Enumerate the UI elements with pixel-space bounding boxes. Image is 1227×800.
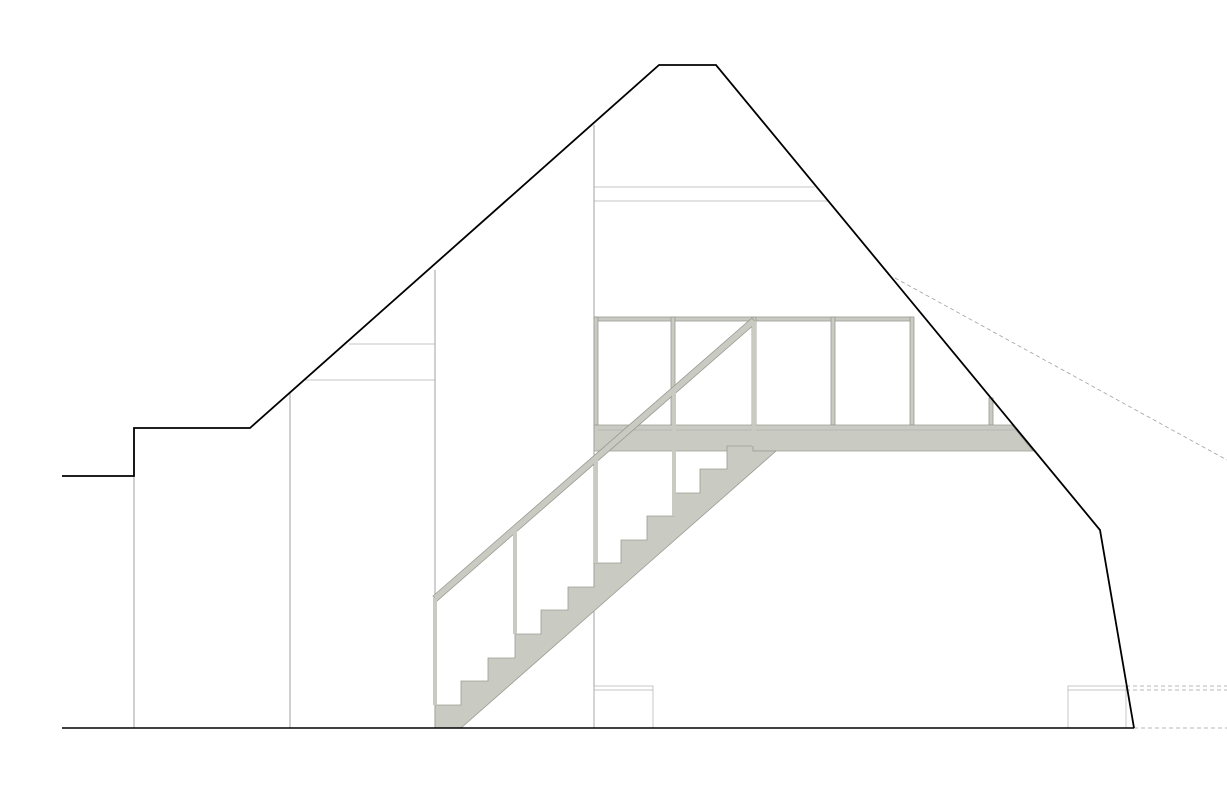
mezzanine-floor-slab [593,424,1034,452]
balustrade-post [830,316,836,426]
dashed-sightlines [894,277,1227,729]
balustrade-post [909,316,915,426]
roof-profile [62,64,1135,729]
dashed-line-roof [894,277,1227,461]
balustrade-post [988,397,994,426]
mezzanine-balcony [593,316,1034,452]
stair-stringer [434,445,778,729]
staircase [432,317,778,729]
floor-box-center [593,685,654,729]
interior-wall-lines [133,125,1127,729]
floor-box-right [1067,685,1127,729]
balustrade-post [593,316,599,426]
